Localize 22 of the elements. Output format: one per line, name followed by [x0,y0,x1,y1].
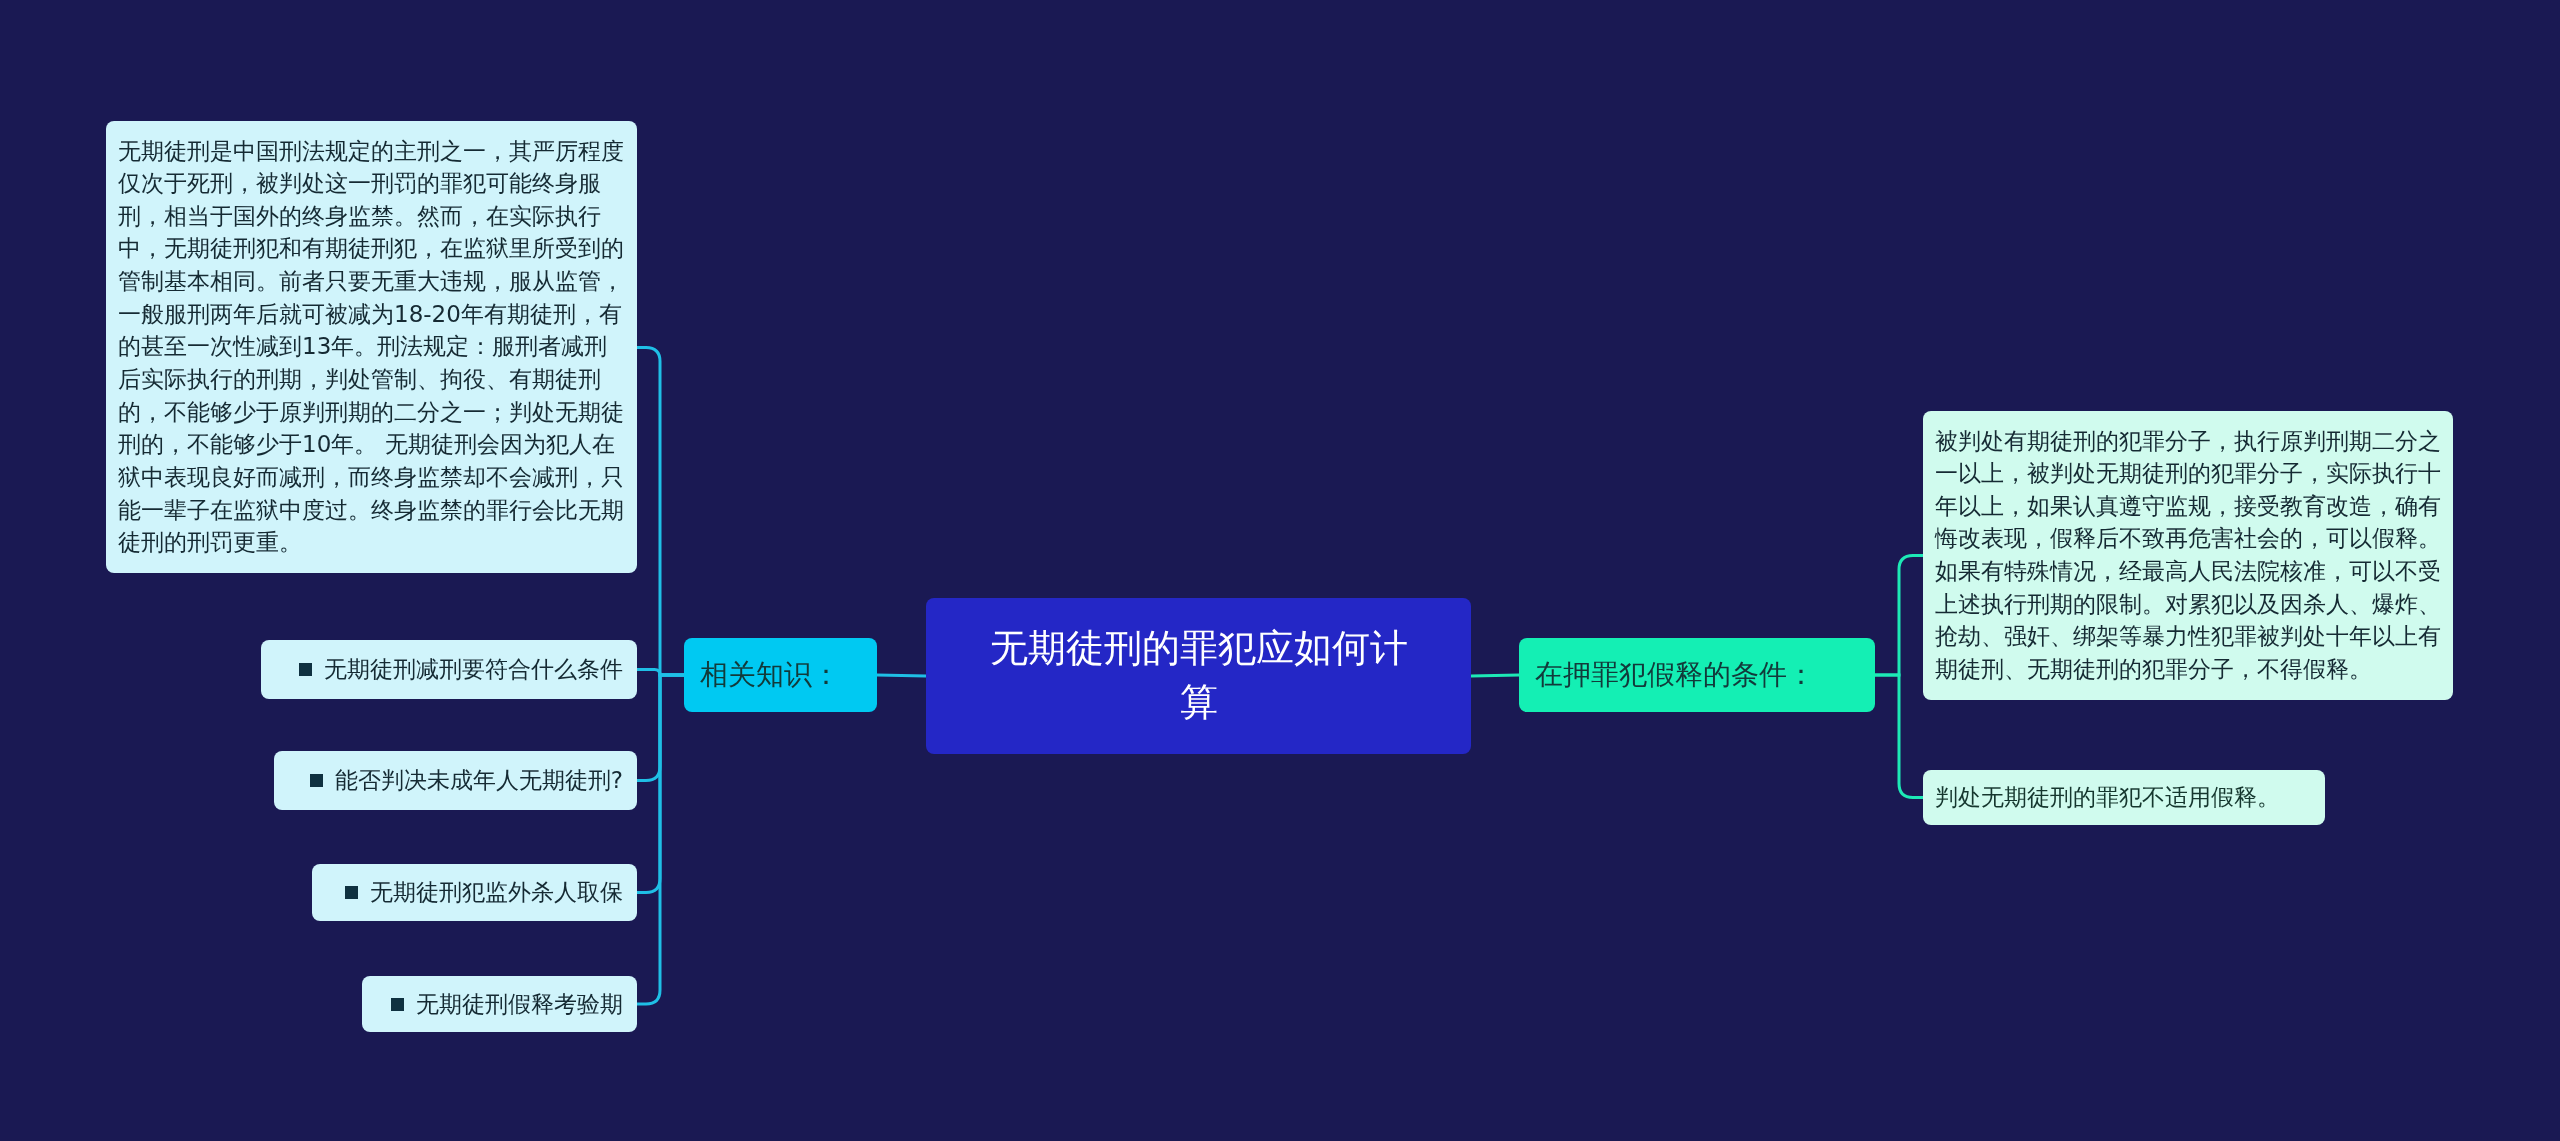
node-text: 判处无期徒刑的罪犯不适用假释。 [1935,783,2280,813]
node-text: 无期徒刑的罪犯应如何计算 [988,625,1409,726]
branch-box [1519,638,1875,712]
topic-box [1923,770,2325,825]
topic-box [261,640,637,699]
topic-box [312,864,637,921]
node-text: 无期徒刑是中国刑法规定的主刑之一，其严厉程度仅次于死刑，被判处这一刑罚的罪犯可能终身服刑，相当于国外的终身监禁。然而，在实际执行中，无期徒刑犯和有期徒刑犯，在监狱里所受到的管制基本相同。前者只要无重大违规，服从监管，一般服刑两年后就可被减为18-20年有期徒刑，有的甚至一次性减到13年。刑法规定：服刑者减刑后实际执行的刑期，判处管制、拘役、有期徒刑的，不能够少于原判刑期的二分之一；判处无期徒刑的，不能够少于10年。 无期徒刑会因为犯人在狱中表现良好而减刑，而终身监禁却不会减刑，只能一辈子在监狱中度过。终身监禁的罪行会比无期徒刑的刑罚更重。 [118,136,625,558]
topic-box [926,598,1471,754]
node-text: 被判处有期徒刑的犯罪分子，执行原判刑期二分之一以上，被判处无期徒刑的犯罪分子，实际执行十年以上，如果认真遵守监规，接受教育改造，确有悔改表现，假释后不致再危害社会的，可以假释。如果有特殊情况，经最高人民法院核准，可以不受上述执行刑期的限制。对累犯以及因杀人、爆炸、抢劫、强奸、绑架等暴力性犯罪被判处十年以上有期徒刑、无期徒刑的犯罪分子，不得假释。 [1935,426,2441,685]
connector-line [876,673,927,678]
topic-box [274,751,637,810]
node-text: 无期徒刑犯监外杀人取保 [370,878,623,908]
node-text: 无期徒刑假释考验期 [416,989,623,1019]
connector-line [1470,673,1520,678]
node-text: 在押罪犯假释的条件： [1535,657,1815,694]
node-text: 无期徒刑减刑要符合什么条件 [324,655,623,685]
connector-line [637,673,684,1006]
connector-line [1875,673,1923,799]
topic-box [362,976,637,1032]
branch-box [684,638,877,712]
node-text: 相关知识： [700,657,840,694]
node-text: 能否判决未成年人无期徒刑? [334,766,623,796]
